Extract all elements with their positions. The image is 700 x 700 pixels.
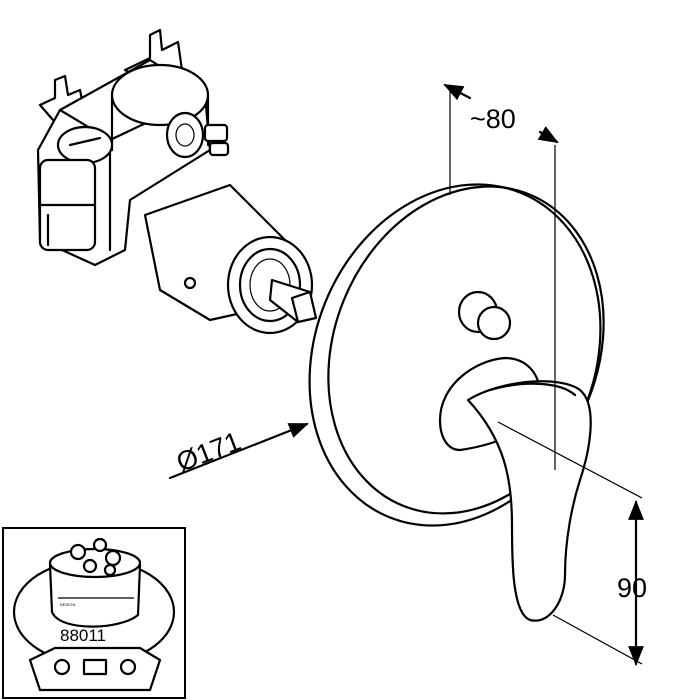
dimension-diameter: Ø171 bbox=[168, 422, 309, 480]
part-number-label: 88011 bbox=[60, 626, 106, 645]
diameter-label: Ø171 bbox=[172, 426, 244, 478]
diverter-button bbox=[457, 290, 512, 341]
concealed-valve-body bbox=[36, 28, 318, 335]
dimension-height: 90 bbox=[497, 421, 647, 666]
inset-body-marking: DESIGN bbox=[60, 602, 75, 607]
mixer-handle bbox=[438, 356, 592, 622]
cover-plate bbox=[308, 183, 605, 527]
height-label: 90 bbox=[617, 573, 647, 603]
inset-panel: DESIGN 88011 bbox=[2, 527, 186, 699]
dimension-depth: ~80 bbox=[443, 83, 559, 470]
depth-label: ~80 bbox=[470, 104, 516, 134]
